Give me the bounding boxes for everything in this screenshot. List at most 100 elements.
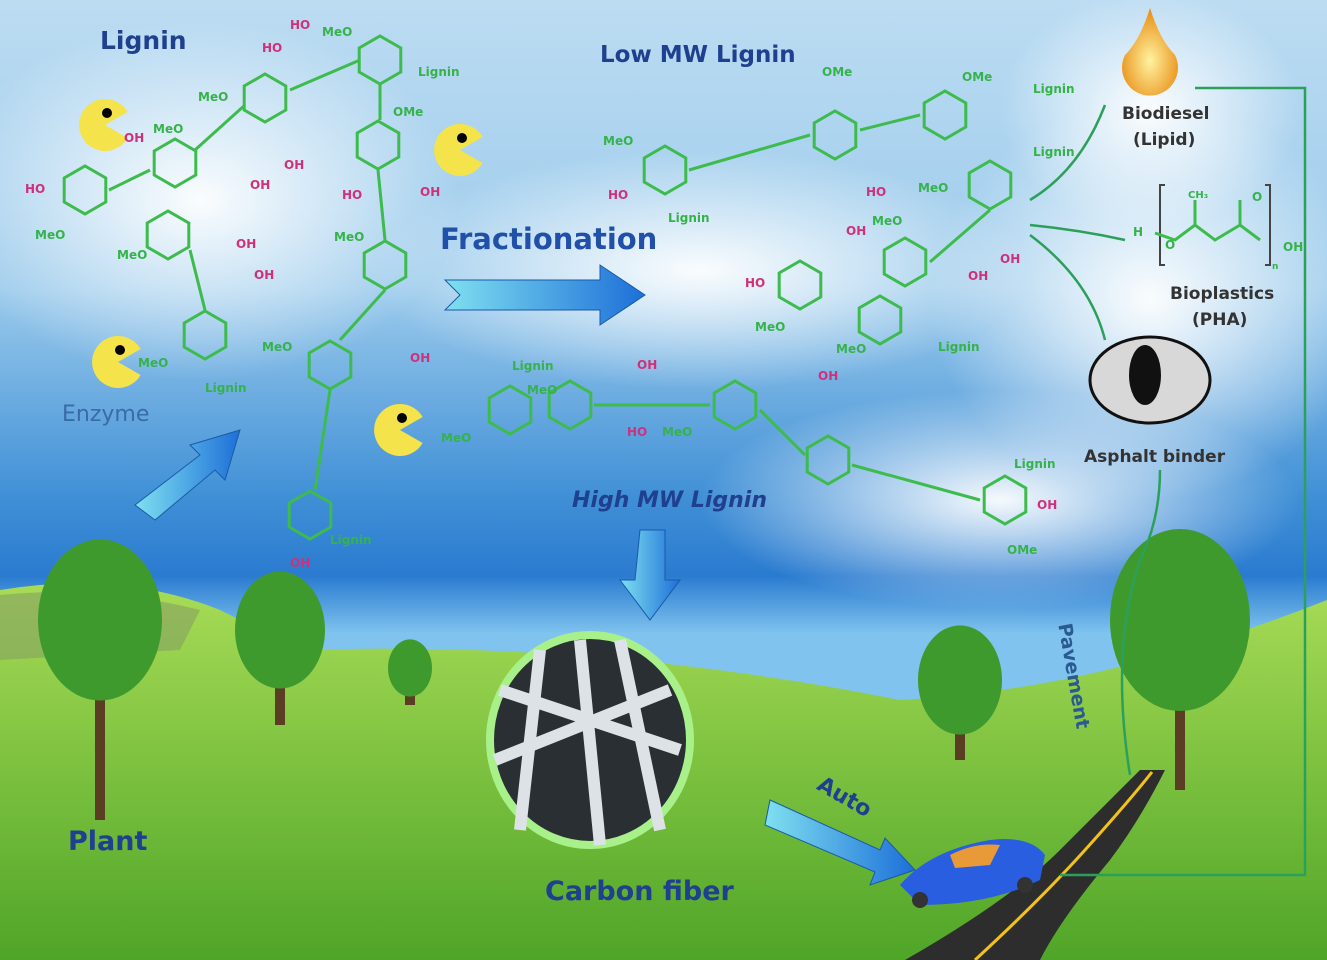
chem-group-label: OH [124,131,145,145]
benzene-ring [307,339,353,391]
car-icon [900,839,1045,908]
pha-carbonyl-o: O [1252,190,1263,204]
chem-group-label: OH [818,369,839,383]
road [905,770,1165,960]
chem-group-label: OH [1000,252,1021,266]
benzene-ring [145,209,191,261]
bioplastics-sublabel: (PHA) [1192,310,1248,330]
chem-group-label: Lignin [418,65,460,79]
pacman-enzymes [79,99,483,456]
benzene-ring [355,119,401,171]
molecular-structures [62,34,1028,541]
low-mw-lignin-label: Low MW Lignin [600,42,796,68]
benzene-ring [922,89,968,141]
chem-group-label: OMe [962,70,993,84]
chem-group-label: OH [254,268,275,282]
bond [193,103,247,152]
chem-group-label: MeO [918,181,949,195]
benzene-ring [777,259,823,311]
benzene-ring [812,109,858,161]
chem-group-label: MeO [334,230,365,244]
biodiesel-sublabel: (Lipid) [1133,130,1196,150]
chem-group-label: MeO [262,340,293,354]
benzene-ring [882,236,928,288]
tree-icon [1110,529,1250,711]
chem-group-label: Lignin [1014,457,1056,471]
benzene-ring [982,474,1028,526]
tree-icon [38,539,162,701]
chem-group-label: HO [866,185,887,199]
chem-group-label: Lignin [1033,82,1075,96]
benzene-ring [642,144,688,196]
asphalt-binder-image [1088,335,1212,425]
chem-group-label: HO [262,41,283,55]
tree-icon [235,571,325,689]
bond [376,169,387,241]
bond [289,58,361,92]
bond [313,389,332,491]
plant-label: Plant [68,826,148,857]
chem-group-label: Lignin [205,381,247,395]
trees [38,529,1250,820]
benzene-ring [967,159,1013,211]
chem-group-label: OH [420,185,441,199]
bond [688,133,811,172]
chem-group-label: OH [968,269,989,283]
chem-group-label: OH [290,556,311,570]
benzene-ring [242,72,288,124]
chem-group-label: HO [627,425,648,439]
chem-group-label: Lignin [938,340,980,354]
chem-group-label: HO [745,276,766,290]
benzene-ring [805,434,851,486]
clouds [0,0,1327,610]
chem-group-label: OH [1037,498,1058,512]
lignin-title: Lignin [100,26,187,55]
chem-group-label: Lignin [668,211,710,225]
high-mw-lignin-label: High MW Lignin [572,488,768,513]
pha-n: n [1272,262,1279,272]
chem-group-label: OH [846,224,867,238]
benzene-ring [362,239,408,291]
benzene-ring [287,489,333,541]
chem-group-label: MeO [153,122,184,136]
pacman-enzyme-icon [434,123,483,176]
biodiesel-label: Biodiesel [1122,104,1210,124]
chem-group-label: MeO [872,214,903,228]
pacman-enzyme-icon [79,99,128,151]
benzene-ring [487,384,533,436]
benzene-ring [857,294,903,346]
asphalt-binder-label: Asphalt binder [1084,447,1226,467]
chem-group-label: Lignin [1033,145,1075,159]
pha-o: O [1165,238,1176,252]
benzene-ring [712,379,758,431]
benzene-ring [152,137,198,189]
bond [859,113,921,132]
chem-group-label: Lignin [330,533,372,547]
chem-group-label: MeO [138,356,169,370]
pha-ch3: CH₃ [1188,190,1209,201]
carbon-fiber-image [486,631,694,849]
chem-group-label: HO [25,182,46,196]
chem-group-label: OMe [393,105,424,119]
bond [929,208,991,264]
chem-group-label: MeO [662,425,693,439]
pacman-enzyme-icon [92,336,141,389]
chem-group-label: OH [250,178,271,192]
chem-group-label: MeO [441,431,472,445]
carbon-fiber-label: Carbon fiber [545,876,734,907]
benzene-ring [182,309,228,361]
chem-group-label: MeO [322,25,353,39]
chem-group-label: OH [410,351,431,365]
chem-group-label: MeO [35,228,66,242]
tree-icon [388,639,432,697]
chem-group-label: Lignin [512,359,554,373]
chem-group-label: OMe [1007,543,1038,557]
pacman-enzyme-icon [374,404,423,456]
bond [851,463,981,502]
benzene-ring [547,379,593,431]
bond [108,168,151,192]
tree-icon [918,625,1002,735]
chem-group-label: MeO [198,90,229,104]
chem-group-label: MeO [527,383,558,397]
